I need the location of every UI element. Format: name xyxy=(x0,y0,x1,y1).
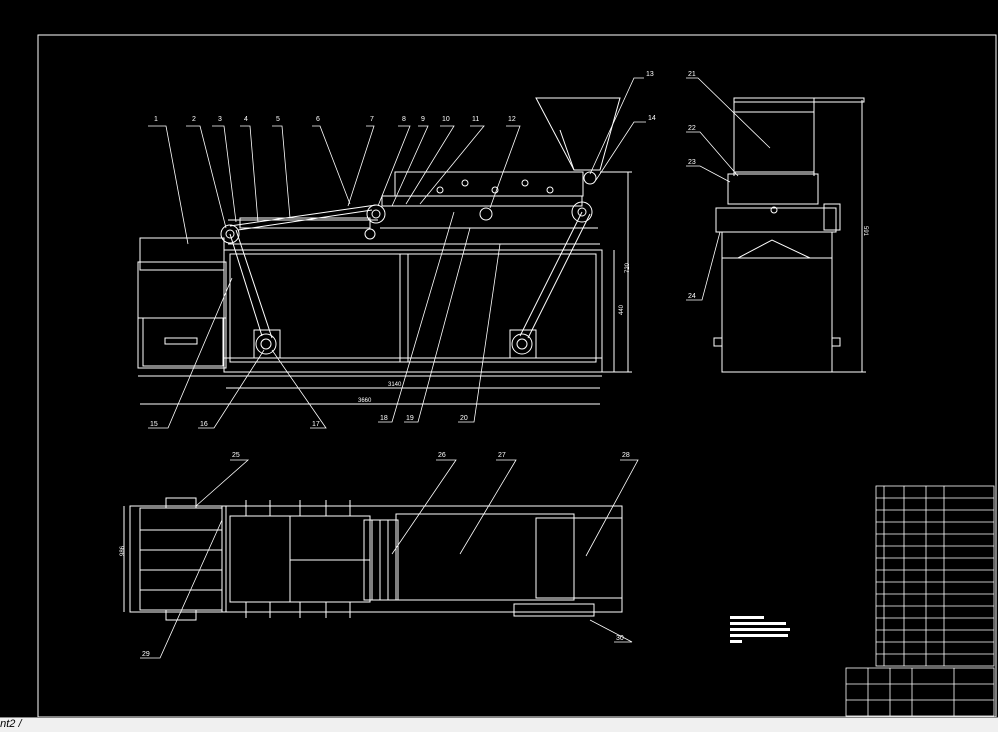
callout-17: 17 xyxy=(312,421,320,428)
callout-1: 1 xyxy=(154,116,158,123)
leader-lines xyxy=(140,77,771,659)
callout-19: 19 xyxy=(406,415,414,422)
callout-15: 15 xyxy=(150,421,158,428)
front-view xyxy=(137,97,632,405)
callout-22: 22 xyxy=(688,125,696,132)
callout-3: 3 xyxy=(218,116,222,123)
callout-27: 27 xyxy=(498,452,506,459)
callout-6: 6 xyxy=(316,116,320,123)
callout-20: 20 xyxy=(460,415,468,422)
callout-29: 29 xyxy=(142,651,150,658)
callout-26: 26 xyxy=(438,452,446,459)
technical-notes xyxy=(730,616,790,643)
callout-14: 14 xyxy=(648,115,656,122)
dim-frame-height: 440 xyxy=(619,304,625,315)
callout-12: 12 xyxy=(508,116,516,123)
callout-28: 28 xyxy=(622,452,630,459)
callout-8: 8 xyxy=(402,116,406,123)
callout-5: 5 xyxy=(276,116,280,123)
dim-frame-length: 3140 xyxy=(388,382,402,388)
callout-2: 2 xyxy=(192,116,196,123)
callout-25: 25 xyxy=(232,452,240,459)
dim-side-height: 591 xyxy=(862,226,868,237)
side-view xyxy=(713,97,866,373)
layout-tab-bar[interactable]: ont2 / xyxy=(0,717,998,732)
dimension-labels: 3140 3660 440 720 591 986 xyxy=(120,226,868,556)
layout-tab[interactable]: ont2 / xyxy=(0,718,22,730)
callout-30: 30 xyxy=(616,635,624,642)
dim-overall-length: 3660 xyxy=(358,398,372,404)
title-block xyxy=(845,667,995,717)
callout-4: 4 xyxy=(244,116,248,123)
callout-9: 9 xyxy=(421,116,425,123)
callout-7: 7 xyxy=(370,116,374,123)
callout-labels: 1 2 3 4 5 6 7 8 9 10 11 12 13 14 15 16 1… xyxy=(142,71,696,658)
callout-13: 13 xyxy=(646,71,654,78)
callout-18: 18 xyxy=(380,415,388,422)
top-view xyxy=(123,497,623,621)
callout-10: 10 xyxy=(442,116,450,123)
callout-24: 24 xyxy=(688,293,696,300)
dim-upper-height: 720 xyxy=(625,262,631,273)
callout-16: 16 xyxy=(200,421,208,428)
callout-23: 23 xyxy=(688,159,696,166)
parts-list-table xyxy=(875,485,995,667)
callout-21: 21 xyxy=(688,71,696,78)
callout-11: 11 xyxy=(472,116,479,123)
dim-top-width: 986 xyxy=(120,545,126,556)
